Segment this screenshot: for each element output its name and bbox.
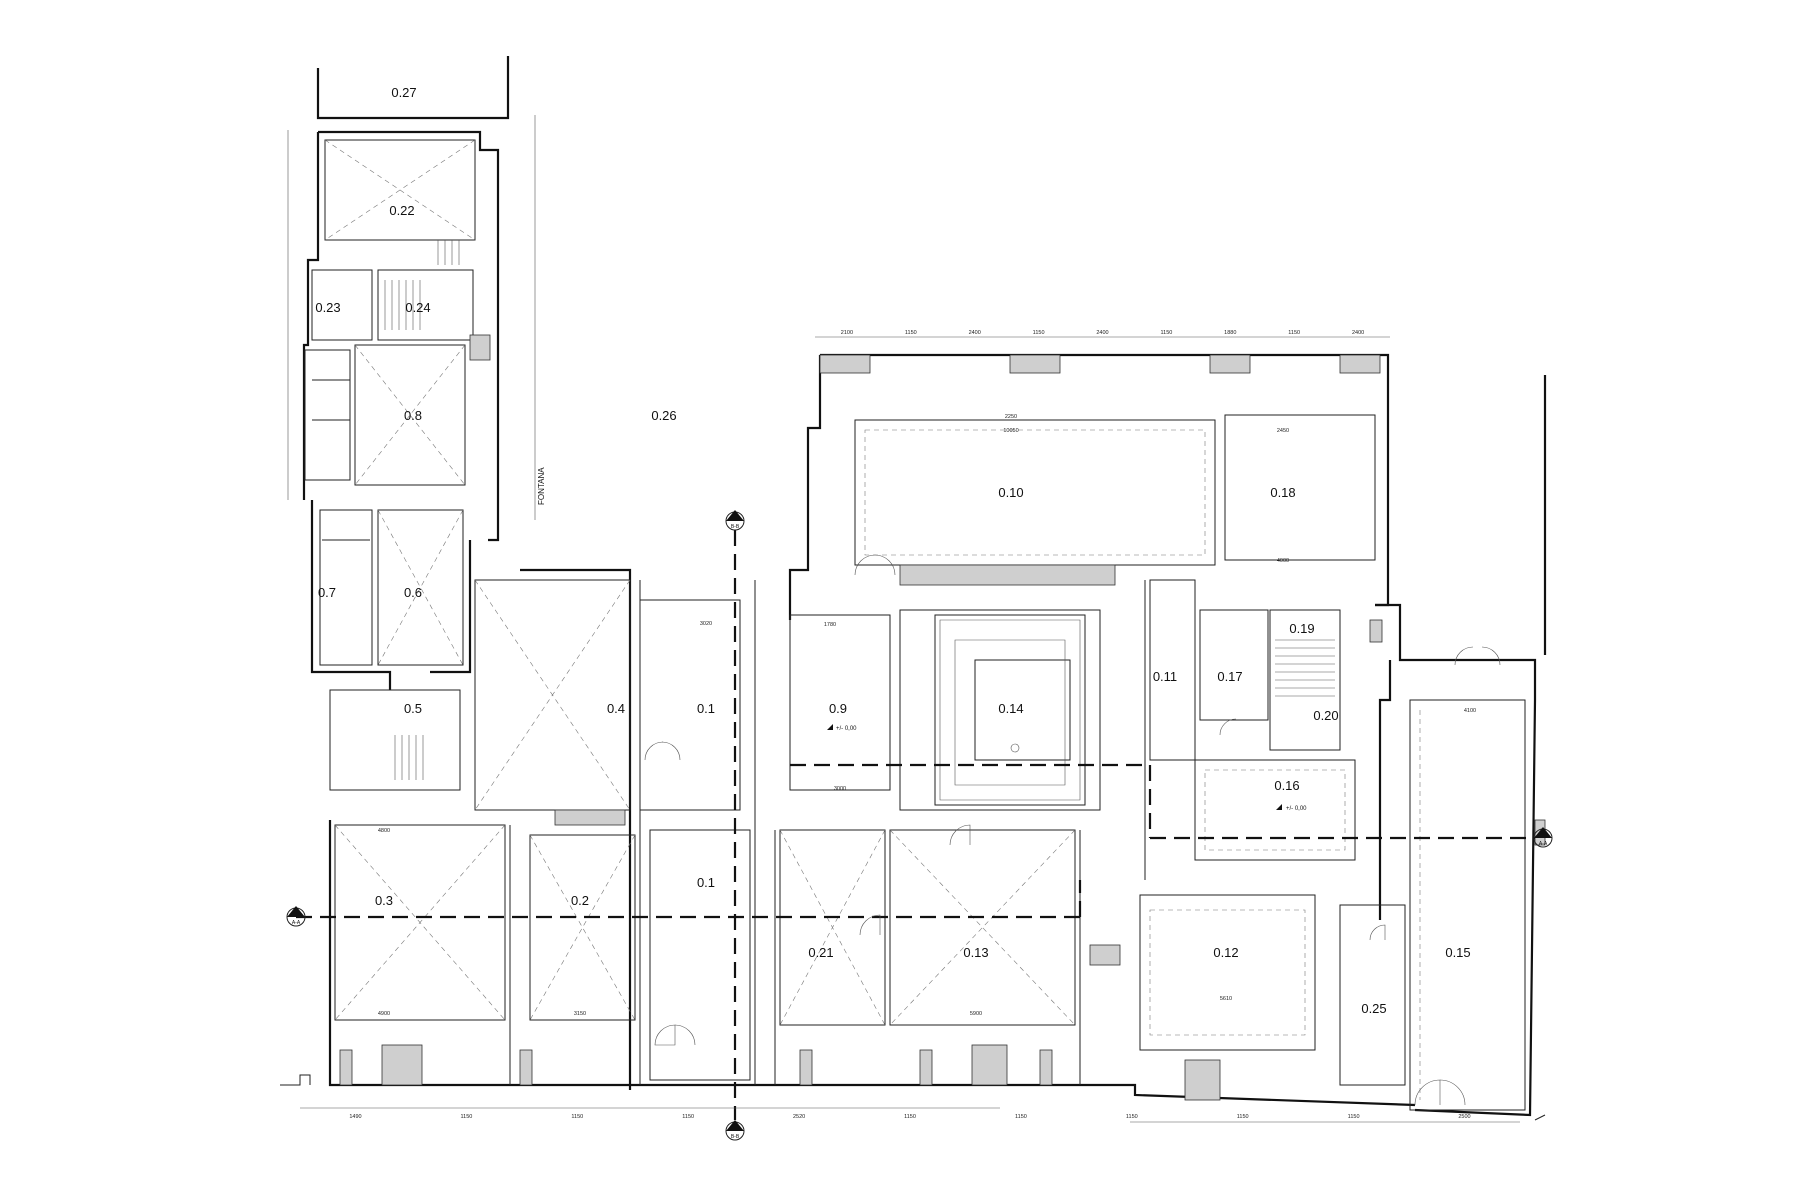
dimension-top-row: 2100 1150 2400 1150 2400 1150 1880 1150 2400 — [841, 330, 1364, 336]
room-label-0-11: 0.11 — [1153, 669, 1177, 684]
room-label-0-1b: 0.1 — [697, 875, 715, 890]
dimension-inner-5: 2450 — [1277, 428, 1289, 434]
dimension-inner-4: 4800 — [378, 828, 390, 834]
level-marker: +/- 0,00 — [1276, 804, 1307, 812]
room-label-0-3: 0.3 — [375, 893, 393, 908]
section-marker-aa-right: A-A — [1533, 827, 1553, 848]
dimension-bottom-5: 1150 — [904, 1114, 916, 1120]
room-label-0-18: 0.18 — [1270, 485, 1295, 500]
section-marker-bb-top: B-B — [725, 510, 745, 531]
section-marker-bb-bottom: B-B — [725, 1120, 745, 1141]
staircases — [384, 240, 1335, 801]
room-label-0-23: 0.23 — [315, 300, 340, 315]
svg-text:A-A: A-A — [292, 920, 301, 926]
svg-text:A-A: A-A — [1539, 841, 1548, 847]
room-label-0-27: 0.27 — [391, 85, 416, 100]
dimension-inner-labels: 10050 5900 4900 3150 4800 2450 3020 3000 5610 400… — [378, 414, 1476, 1017]
room-label-0-1a: 0.1 — [697, 701, 715, 716]
dimension-inner-1: 5900 — [970, 1011, 982, 1017]
dimension-bottom-8: 1150 — [1237, 1114, 1249, 1120]
dimension-bottom-1: 1150 — [460, 1114, 472, 1120]
room-label-0-26: 0.26 — [651, 408, 676, 423]
dimension-bottom-9: 1150 — [1348, 1114, 1360, 1120]
dimension-inner-0: 10050 — [1003, 428, 1018, 434]
dimension-inner-7: 3000 — [834, 786, 846, 792]
dimension-bottom-0: 1490 — [349, 1114, 361, 1120]
room-label-0-14: 0.14 — [998, 701, 1023, 716]
svg-text:+/- 0,00: +/- 0,00 — [836, 726, 857, 732]
dimension-top-3: 1150 — [1033, 330, 1045, 336]
room-label-0-24: 0.24 — [405, 300, 430, 315]
room-label-0-5: 0.5 — [404, 701, 422, 716]
dimension-bottom-4: 2520 — [793, 1114, 805, 1120]
svg-text:+/- 0,00: +/- 0,00 — [1286, 806, 1307, 812]
dimension-bottom-6: 1150 — [1015, 1114, 1027, 1120]
street-label: FONTANA — [537, 467, 546, 505]
partition-walls — [304, 139, 1526, 1111]
svg-text:B-B: B-B — [731, 524, 740, 530]
room-label-0-25: 0.25 — [1361, 1001, 1386, 1016]
dimension-top-8: 2400 — [1352, 330, 1364, 336]
room-label-0-6: 0.6 — [404, 585, 422, 600]
section-marker-aa-left: A-A — [286, 906, 306, 927]
dimension-lines — [287, 115, 1520, 1123]
dimension-top-6: 1880 — [1224, 330, 1236, 336]
dimension-bottom-3: 1150 — [682, 1114, 694, 1120]
door-swings — [644, 554, 1501, 1106]
building-outline — [280, 56, 1547, 1121]
dimension-inner-12: 4100 — [1464, 708, 1476, 714]
room-label-0-21: 0.21 — [808, 945, 833, 960]
dimension-top-4: 2400 — [1096, 330, 1108, 336]
section-lines — [296, 530, 1535, 1120]
room-label-0-9: 0.9 — [829, 701, 847, 716]
room-label-0-15: 0.15 — [1445, 945, 1470, 960]
room-label-0-4: 0.4 — [607, 701, 625, 716]
dimension-top-1: 1150 — [905, 330, 917, 336]
room-label-0-8: 0.8 — [404, 408, 422, 423]
room-label-0-22: 0.22 — [389, 203, 414, 218]
room-label-0-10: 0.10 — [998, 485, 1023, 500]
dimension-bottom-7: 1150 — [1126, 1114, 1138, 1120]
dimension-top-0: 2100 — [841, 330, 853, 336]
vault-lines — [324, 139, 1421, 1100]
dimension-bottom-2: 1150 — [571, 1114, 583, 1120]
room-label-0-20: 0.20 — [1313, 708, 1338, 723]
svg-text:B-B: B-B — [731, 1134, 740, 1140]
dimension-top-7: 1150 — [1288, 330, 1300, 336]
dimension-inner-9: 4000 — [1277, 558, 1289, 564]
room-label-0-2: 0.2 — [571, 893, 589, 908]
level-marker-09: +/- 0,00 — [827, 724, 857, 732]
dimension-inner-2: 4900 — [378, 1011, 390, 1017]
room-label-0-16: 0.16 — [1274, 778, 1299, 793]
room-label-0-12: 0.12 — [1213, 945, 1238, 960]
room-label-0-7: 0.7 — [318, 585, 336, 600]
dimension-bottom-row: 1490 1150 1150 1150 2520 1150 1150 1150 1150 1150… — [349, 1114, 1470, 1120]
dimension-inner-10: 2250 — [1005, 414, 1017, 420]
dimension-bottom-10: 2500 — [1458, 1114, 1470, 1120]
dimension-inner-8: 5610 — [1220, 996, 1232, 1002]
hatched-walls — [339, 334, 1546, 1101]
dimension-inner-11: 1780 — [824, 622, 836, 628]
dimension-top-2: 2400 — [969, 330, 981, 336]
room-label-0-17: 0.17 — [1217, 669, 1242, 684]
dimension-inner-3: 3150 — [574, 1011, 586, 1017]
dimension-top-5: 1150 — [1160, 330, 1172, 336]
dimension-inner-6: 3020 — [700, 621, 712, 627]
room-label-0-19: 0.19 — [1289, 621, 1314, 636]
room-label-0-13: 0.13 — [963, 945, 988, 960]
